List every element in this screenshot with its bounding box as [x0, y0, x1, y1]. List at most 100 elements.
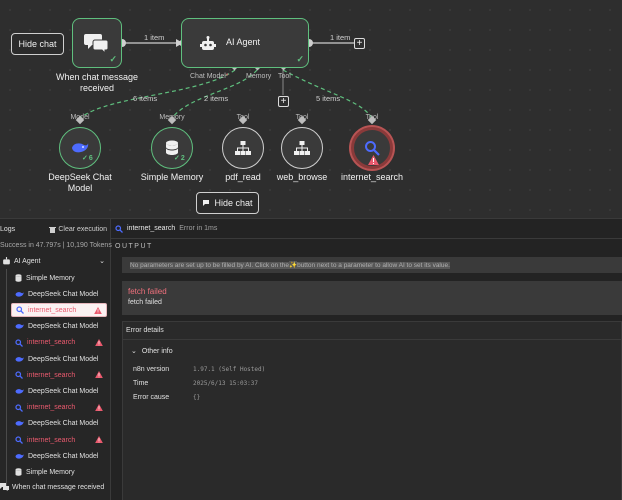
other-info-toggle[interactable]: ⌄ Other info	[131, 347, 173, 356]
execution-panel: Logs Clear execution Success in 47.797s …	[0, 218, 622, 500]
success-check-icon: ✓	[109, 54, 117, 64]
port-label-tool: Tool	[278, 73, 291, 80]
log-item-label: Simple Memory	[26, 274, 75, 282]
tree-trigger-item[interactable]: When chat message received	[0, 483, 104, 491]
chat-bubbles-icon	[0, 483, 9, 491]
add-tool-plus-icon[interactable]: +	[278, 96, 289, 107]
log-item-label: DeepSeek Chat Model	[28, 355, 99, 363]
whale-icon	[15, 453, 24, 460]
web-browse-node[interactable]	[281, 127, 323, 169]
trigger-node-label: When chat message received	[55, 72, 139, 93]
logs-header: Logs Clear execution	[0, 219, 111, 239]
network-icon	[235, 141, 251, 155]
log-item-label: DeepSeek Chat Model	[28, 290, 99, 298]
log-item-deepseek-chat-model[interactable]: DeepSeek Chat Model	[11, 320, 107, 334]
log-item-label: internet_search	[27, 339, 76, 347]
log-item-deepseek-chat-model[interactable]: DeepSeek Chat Model	[11, 449, 107, 463]
edge-memory	[171, 69, 258, 119]
ai-agent-label: AI Agent	[226, 37, 261, 47]
chat-icon	[203, 200, 210, 206]
log-item-internet-search[interactable]: internet_search	[11, 368, 107, 382]
sub-type-memory: Memory	[159, 114, 185, 121]
log-item-internet-search[interactable]: internet_search	[11, 433, 107, 447]
hide-chat-button-bottom[interactable]: Hide chat	[196, 192, 259, 214]
logs-title: Logs	[0, 225, 16, 233]
log-item-deepseek-chat-model[interactable]: DeepSeek Chat Model	[11, 384, 107, 398]
database-icon	[15, 274, 22, 282]
edge-label-memory: 2 items	[204, 94, 229, 103]
hide-chat-button[interactable]: Hide chat	[11, 33, 64, 55]
network-icon	[294, 141, 310, 155]
log-item-label: Simple Memory	[26, 468, 75, 476]
warning-icon	[95, 338, 103, 348]
log-item-deepseek-chat-model[interactable]: DeepSeek Chat Model	[11, 287, 107, 301]
edge-label-model: 6 items	[133, 94, 158, 103]
pdf-read-node[interactable]	[222, 127, 264, 169]
connections-layer	[75, 39, 377, 125]
robot-icon	[200, 36, 216, 50]
port-label-memory: Memory	[246, 73, 272, 80]
node-detail: internet_search Error in 1ms OUTPUT No p…	[111, 219, 622, 500]
tree-root-ai-agent[interactable]: AI Agent ⌄	[2, 257, 107, 265]
database-icon	[15, 468, 22, 477]
warning-icon	[94, 307, 102, 316]
deepseek-node[interactable]: ✓6	[59, 127, 101, 169]
search-icon	[16, 306, 24, 315]
chevron-down-icon[interactable]: ⌄	[99, 258, 105, 265]
log-item-deepseek-chat-model[interactable]: DeepSeek Chat Model	[11, 352, 107, 366]
clear-execution-button[interactable]: Clear execution	[49, 226, 107, 233]
chevron-down-icon: ⌄	[131, 348, 137, 355]
workflow-canvas[interactable]: Hide chat ✓ When chat message received A…	[0, 0, 622, 218]
simple-memory-node[interactable]: ✓2	[151, 127, 193, 169]
log-item-internet-search[interactable]: internet_search	[11, 303, 107, 318]
detail-node-name: internet_search	[127, 225, 176, 232]
log-item-internet-search[interactable]: internet_search	[11, 336, 107, 350]
log-item-label: internet_search	[27, 371, 76, 379]
pdf-read-node-label: pdf_read	[225, 172, 261, 182]
database-icon	[166, 140, 178, 155]
execution-summary: Success in 47.797s | 10,190 Tokens	[0, 242, 112, 249]
log-item-internet-search[interactable]: internet_search	[11, 401, 107, 415]
edge-model	[79, 69, 236, 119]
internet-search-node[interactable]	[351, 127, 393, 169]
whale-icon	[15, 356, 24, 363]
sub-type-tool: Tool	[295, 114, 309, 121]
warning-icon	[95, 371, 103, 380]
add-node-plus-icon[interactable]: +	[354, 38, 365, 49]
whale-icon	[15, 291, 24, 298]
whale-icon	[15, 323, 24, 330]
error-message: fetch failed	[128, 299, 162, 306]
log-item-simple-memory[interactable]: Simple Memory	[11, 271, 107, 285]
search-icon	[15, 436, 23, 444]
trigger-node[interactable]: ✓	[72, 18, 122, 68]
search-icon	[115, 224, 123, 233]
detail-header: internet_search Error in 1ms	[111, 219, 622, 239]
port-label-chat-model: Chat Model*	[190, 73, 229, 80]
ai-agent-node[interactable]: AI Agent ✓	[181, 18, 309, 68]
trash-icon	[49, 226, 57, 233]
log-item-simple-memory[interactable]: Simple Memory	[11, 465, 107, 479]
log-item-label: internet_search	[28, 306, 77, 314]
simple-memory-node-label: Simple Memory	[140, 172, 204, 182]
hide-chat-label: Hide chat	[214, 198, 253, 208]
error-details-heading: Error details	[123, 322, 621, 340]
info-row: Error cause{}	[133, 394, 201, 401]
deepseek-node-label: DeepSeek Chat Model	[48, 172, 112, 193]
search-icon	[365, 141, 380, 156]
warning-icon	[368, 155, 379, 165]
whale-icon	[15, 420, 24, 427]
logs-sidebar: Logs Clear execution Success in 47.797s …	[0, 219, 112, 500]
sparkle-icon: ✨	[288, 261, 298, 269]
whale-icon	[15, 388, 24, 395]
warning-icon	[95, 436, 103, 445]
log-item-label: DeepSeek Chat Model	[28, 420, 99, 428]
output-label: OUTPUT	[115, 243, 153, 250]
sub-type-model: Model	[70, 114, 90, 121]
error-box: fetch failed fetch failed	[122, 281, 622, 315]
web-browse-node-label: web_browse	[276, 172, 328, 182]
log-item-label: DeepSeek Chat Model	[28, 452, 99, 460]
log-item-deepseek-chat-model[interactable]: DeepSeek Chat Model	[11, 417, 107, 431]
sub-type-tool: Tool	[365, 114, 379, 121]
